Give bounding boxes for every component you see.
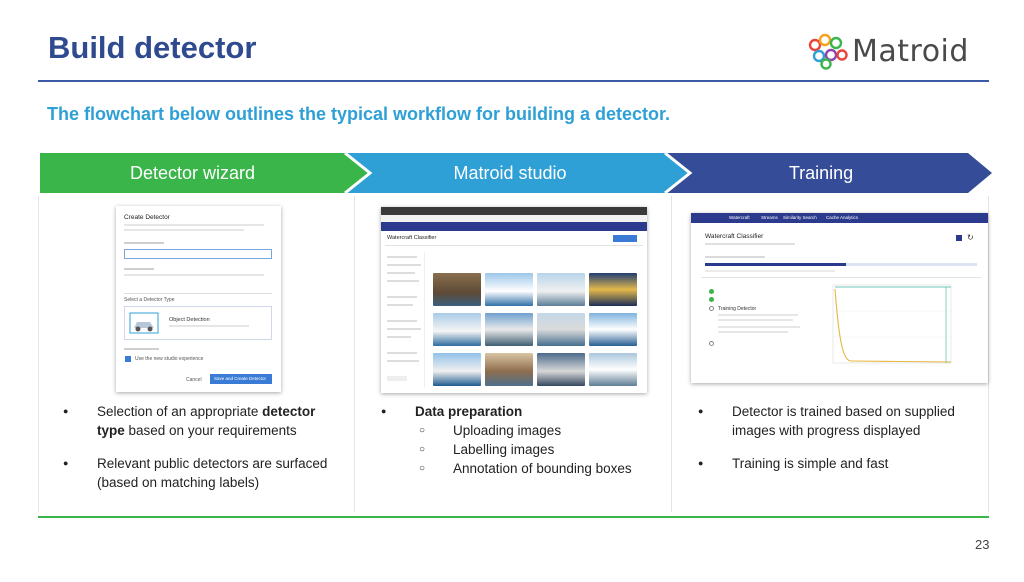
training-image[interactable]: [485, 353, 533, 386]
page-title: Build detector: [48, 30, 257, 65]
option-label: Object Detection: [169, 317, 210, 323]
stop-icon[interactable]: [956, 235, 962, 241]
logo-text: Matroid: [852, 33, 969, 69]
matroid-studio-screenshot: Watercraft Classifier: [381, 207, 647, 393]
training-image[interactable]: [537, 313, 585, 346]
detector-wizard-screenshot: Create Detector Select a Detector Type O…: [116, 206, 281, 392]
list-item: Detector is trained based on supplied im…: [698, 402, 978, 440]
nav-item[interactable]: Watercraft: [729, 215, 750, 220]
list-item: Training is simple and fast: [698, 454, 978, 473]
step-label-matroid-studio: Matroid studio: [453, 163, 567, 183]
workflow-arrows: [40, 153, 992, 193]
training-navbar: Watercraft Streams Similarity Search Cac…: [691, 213, 988, 223]
matroid-logo-icon: [808, 33, 848, 70]
column-divider: [354, 196, 355, 512]
training-image[interactable]: [589, 273, 637, 306]
matroid-logo: Matroid: [806, 31, 986, 71]
training-image[interactable]: [485, 313, 533, 346]
sub-list-item: Labelling images: [415, 440, 671, 459]
nav-item[interactable]: Cache Analytics: [826, 215, 859, 220]
bottom-divider: [38, 516, 989, 518]
arrow-matroid-studio: [345, 153, 690, 193]
list-item: Selection of an appropriate detector typ…: [63, 402, 343, 440]
training-image[interactable]: [433, 313, 481, 346]
sub-list-item: Annotation of bounding boxes: [415, 459, 671, 478]
wizard-bullets: Selection of an appropriate detector typ…: [63, 402, 343, 506]
studio-heading: Watercraft Classifier: [387, 235, 437, 241]
sub-list: Uploading images Labelling images Annota…: [415, 421, 671, 478]
arrow-detector-wizard: [40, 153, 370, 193]
wizard-section-type: Select a Detector Type: [124, 297, 175, 303]
list-item: Relevant public detectors are surfaced (…: [63, 454, 343, 492]
training-image[interactable]: [433, 273, 481, 306]
training-heading: Watercraft Classifier: [705, 233, 764, 240]
arrow-training: [665, 153, 992, 193]
studio-save-button[interactable]: [613, 235, 637, 242]
sub-list-item: Uploading images: [415, 421, 671, 440]
column-divider: [988, 196, 989, 512]
column-divider: [671, 196, 672, 512]
column-divider: [38, 196, 39, 512]
title-divider: [38, 80, 989, 82]
training-image[interactable]: [537, 273, 585, 306]
car-icon: [129, 312, 159, 334]
checkbox-label: Use the new studio experience: [135, 356, 204, 362]
object-detection-option[interactable]: Object Detection: [124, 306, 272, 340]
refresh-icon[interactable]: ↻: [967, 233, 974, 242]
training-image[interactable]: [433, 353, 481, 386]
step-label-training: Training: [788, 163, 854, 183]
training-bullets: Detector is trained based on supplied im…: [698, 402, 978, 487]
cancel-button[interactable]: Cancel: [186, 377, 202, 383]
studio-bullets: Data preparation Uploading images Labell…: [381, 402, 671, 492]
training-screenshot: Watercraft Streams Similarity Search Cac…: [691, 213, 988, 383]
training-image[interactable]: [589, 313, 637, 346]
training-image[interactable]: [537, 353, 585, 386]
loss-chart: [832, 284, 952, 364]
training-progress: [705, 263, 977, 266]
subtitle: The flowchart below outlines the typical…: [47, 104, 671, 124]
training-section: Training Detector: [718, 306, 757, 312]
page-number: 23: [975, 537, 990, 552]
nav-item[interactable]: Streams: [761, 215, 778, 220]
list-item: Data preparation Uploading images Labell…: [381, 402, 671, 478]
wizard-heading: Create Detector: [124, 214, 170, 221]
step-label-detector-wizard: Detector wizard: [129, 163, 256, 183]
training-image[interactable]: [485, 273, 533, 306]
create-detector-button[interactable]: Save and Create Detector: [210, 374, 272, 384]
nav-item[interactable]: Similarity Search: [783, 215, 817, 220]
studio-checkbox[interactable]: [125, 356, 131, 362]
training-image[interactable]: [589, 353, 637, 386]
